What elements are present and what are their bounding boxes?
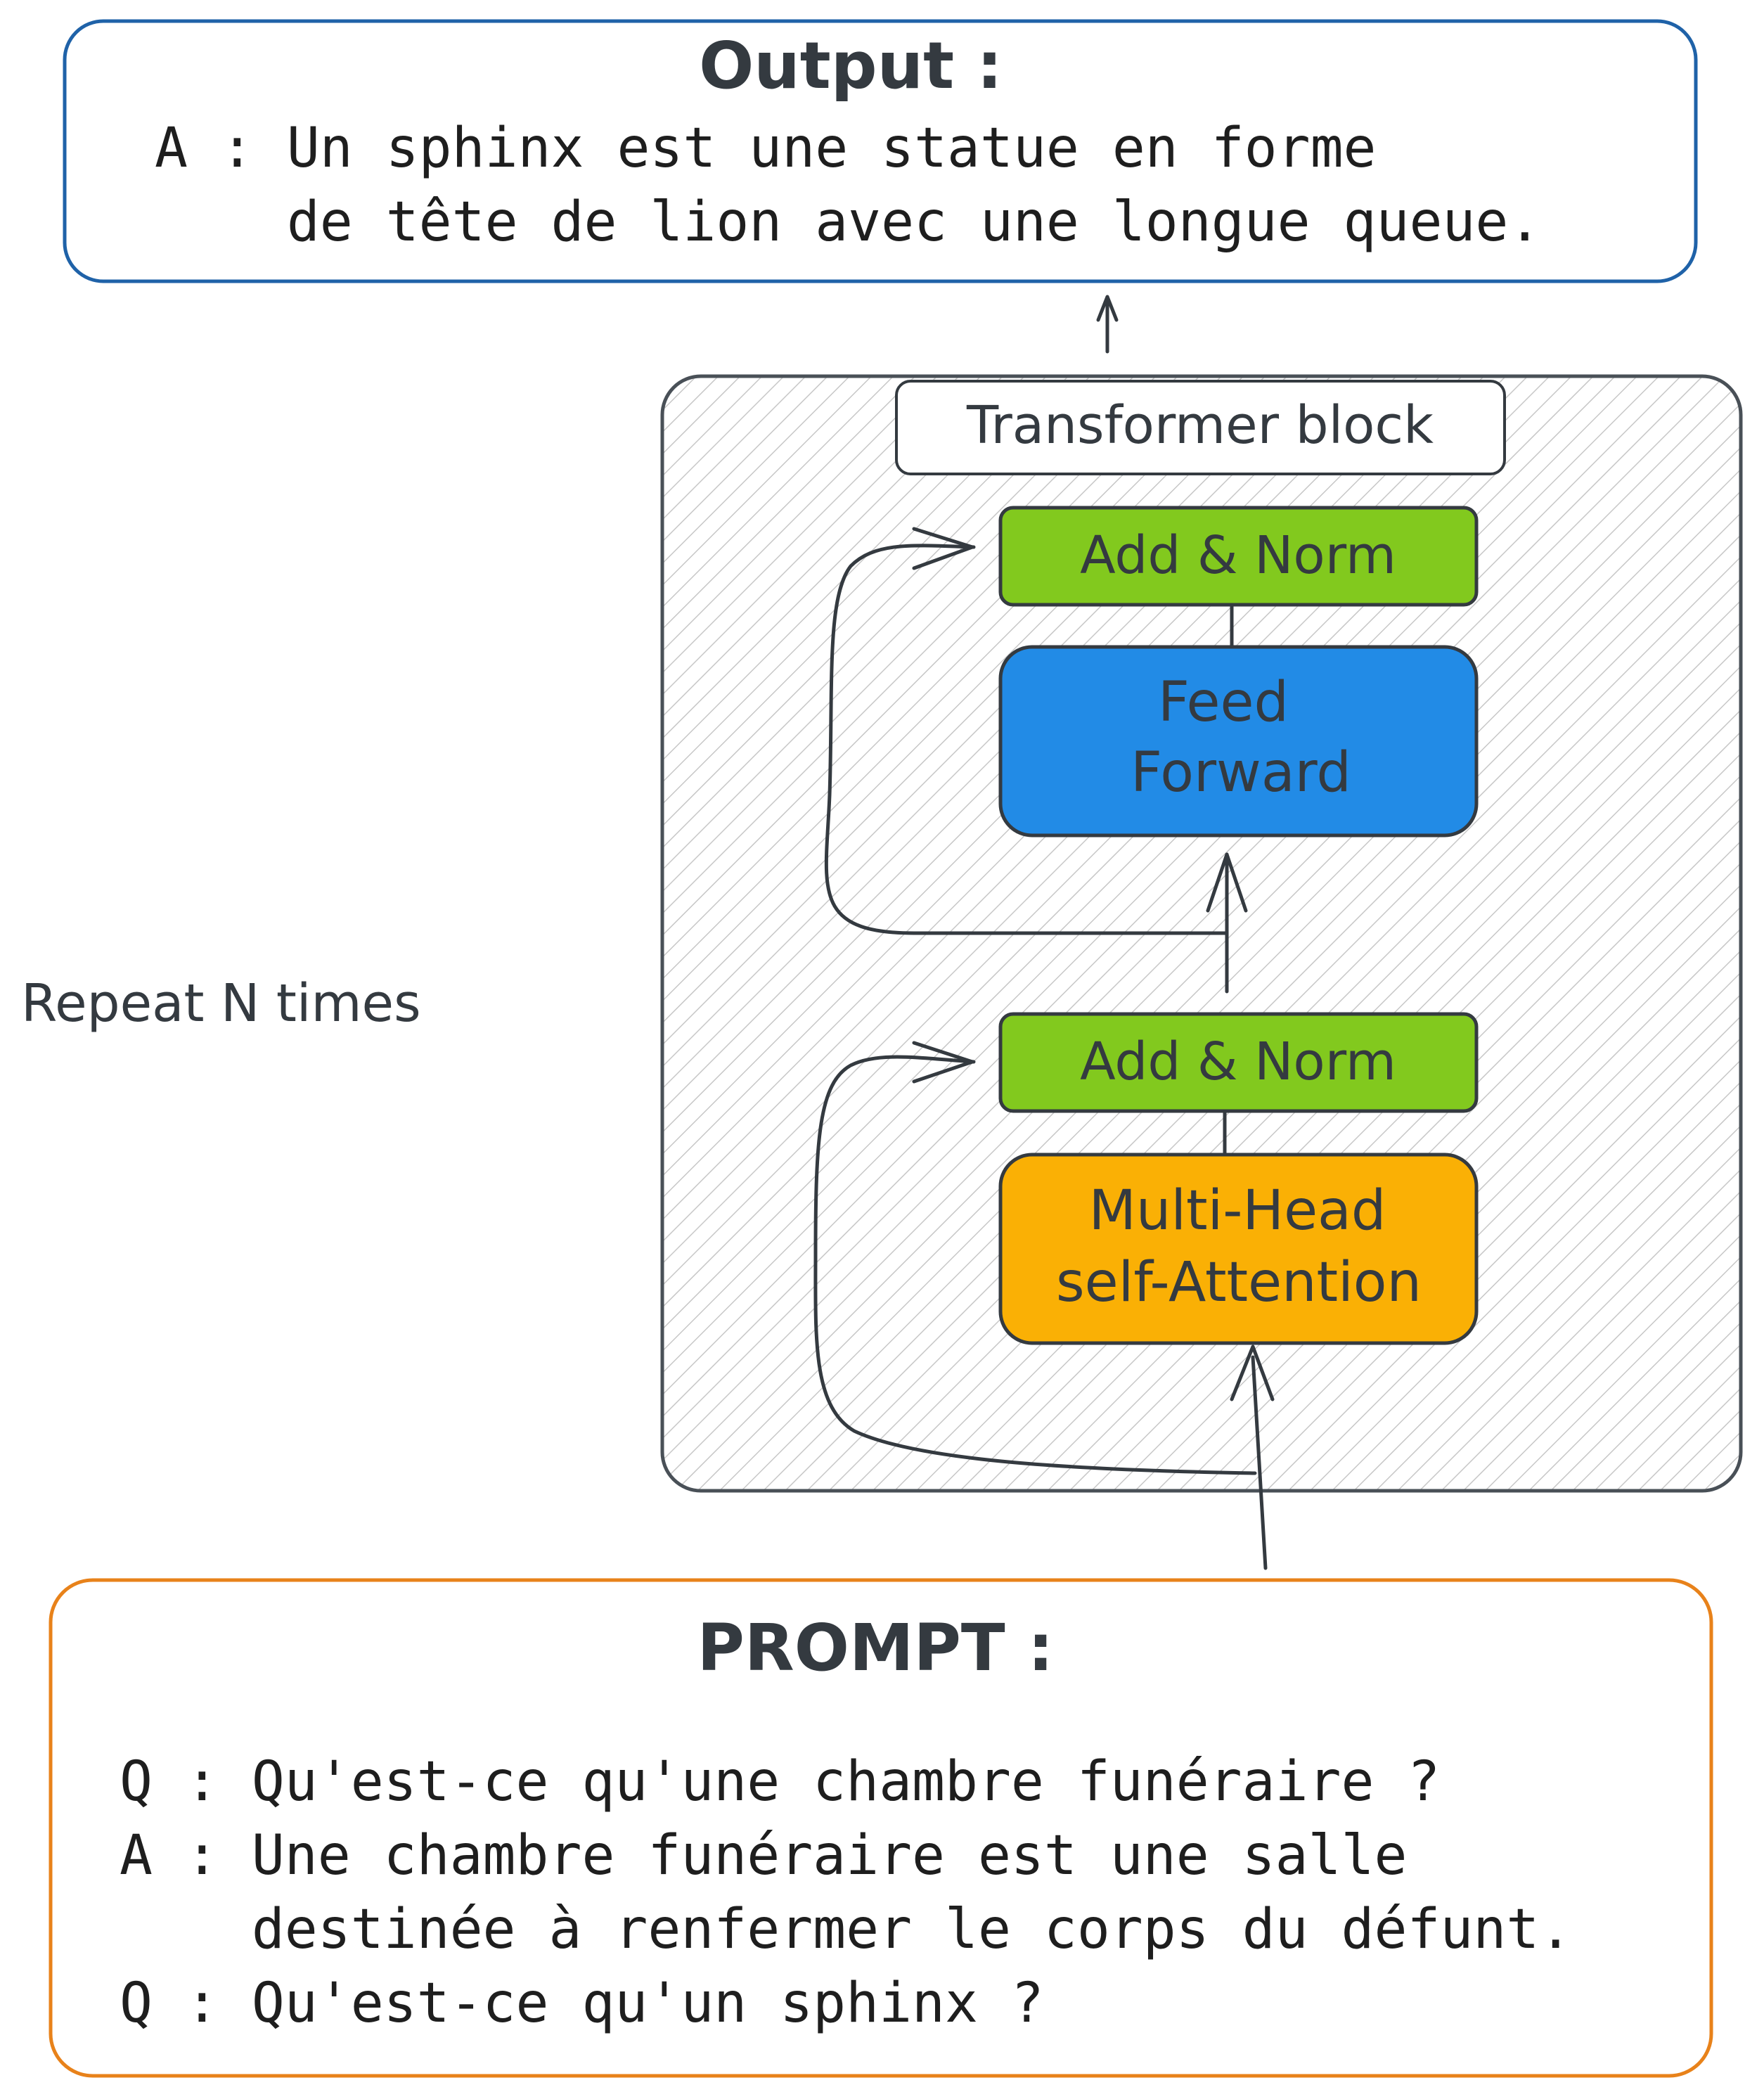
add-norm-top-box [998,506,1479,607]
transformer-block: Transformer block Add & Norm Feed Forwar… [660,374,1743,1570]
arrow-to-output [1096,295,1119,354]
add-norm-top-label: Add & Norm [1080,525,1396,586]
arrowhead [1206,852,1248,913]
prompt-box-border [49,1578,1713,2078]
feed-forward-box [998,645,1479,838]
prompt-title: PROMPT : [697,1610,1053,1686]
arrowhead [912,527,974,570]
attention-box [998,1153,1479,1345]
prompt-line: destinée à renfermer le corps du défunt. [120,1898,1572,1961]
add-norm-bottom-box [998,1012,1479,1113]
repeat-label: Repeat N times [21,973,421,1034]
prompt-line: A : Une chambre funéraire est une salle [120,1824,1407,1887]
output-box-border [63,19,1698,283]
prompt-box: PROMPT : Q : Qu'est-ce qu'une chambre fu… [49,1578,1713,2078]
prompt-line: Q : Qu'est-ce qu'une chambre funéraire ? [120,1750,1440,1814]
residual-connection-top [824,544,1229,935]
arrowhead [912,1041,974,1084]
prompt-line: Q : Qu'est-ce qu'un sphinx ? [120,1972,1044,2035]
feed-forward-label-line: Feed [1158,671,1289,734]
attention-label-line: Multi-Head [1089,1179,1386,1243]
output-line: A : Un sphinx est une statue en forme [155,117,1377,180]
transformer-label: Transformer block [966,395,1434,456]
output-box: Output : A : Un sphinx est une statue en… [63,19,1698,283]
residual-connection-bottom [813,1055,1257,1475]
arrow-into-attention [1251,1355,1268,1570]
add-norm-bottom-label: Add & Norm [1080,1032,1396,1092]
feed-forward-label-line: Forward [1131,741,1351,804]
arrowhead [1230,1345,1275,1401]
transformer-label-box [895,380,1506,475]
output-title: Output : [699,28,1003,103]
attention-label-line: self-Attention [1056,1251,1422,1314]
output-line: de tête de lion avec une longue queue. [155,191,1541,254]
